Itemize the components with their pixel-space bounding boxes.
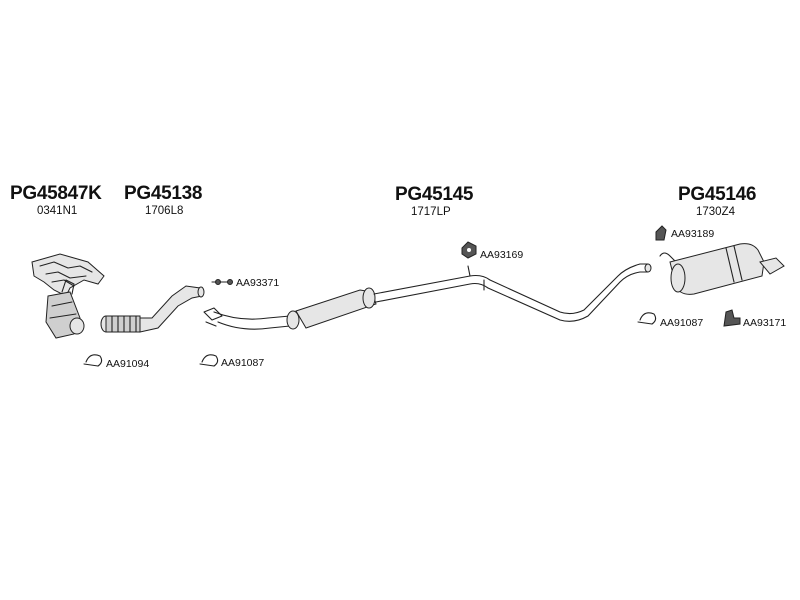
label-hanger-front: AA93371 bbox=[236, 277, 280, 289]
label-clamp-mid: AA91087 bbox=[221, 357, 265, 369]
middle-section-icon bbox=[203, 263, 652, 330]
rear-silencer-icon bbox=[659, 243, 785, 295]
clamp-icon bbox=[83, 354, 103, 367]
part-code-middle-section: PG45145 bbox=[395, 184, 474, 205]
label-clamp-front: AA91094 bbox=[106, 358, 150, 370]
part-code-front-pipe: PG45138 bbox=[124, 183, 203, 204]
front-pipe-icon bbox=[100, 285, 205, 333]
catalyst-manifold-icon bbox=[31, 253, 105, 339]
sub-code-front-pipe: 1706L8 bbox=[145, 205, 184, 217]
bracket-icon bbox=[655, 225, 667, 241]
part-code-catalyst: PG45847K bbox=[10, 183, 102, 204]
part-code-rear-silencer: PG45146 bbox=[678, 184, 757, 205]
label-hanger-rear: AA93171 bbox=[743, 317, 787, 329]
hanger-icon bbox=[723, 309, 741, 327]
hanger-icon bbox=[211, 279, 233, 285]
sub-code-catalyst: 0341N1 bbox=[37, 205, 78, 217]
clamp-icon bbox=[637, 312, 657, 325]
sub-code-middle-section: 1717LP bbox=[411, 206, 451, 218]
label-rubber-mount: AA93169 bbox=[480, 249, 524, 261]
rubber-mount-icon bbox=[461, 241, 477, 259]
label-clamp-rear: AA91087 bbox=[660, 317, 704, 329]
label-bracket-rear: AA93189 bbox=[671, 228, 715, 240]
clamp-icon bbox=[199, 354, 219, 367]
sub-code-rear-silencer: 1730Z4 bbox=[696, 206, 736, 218]
